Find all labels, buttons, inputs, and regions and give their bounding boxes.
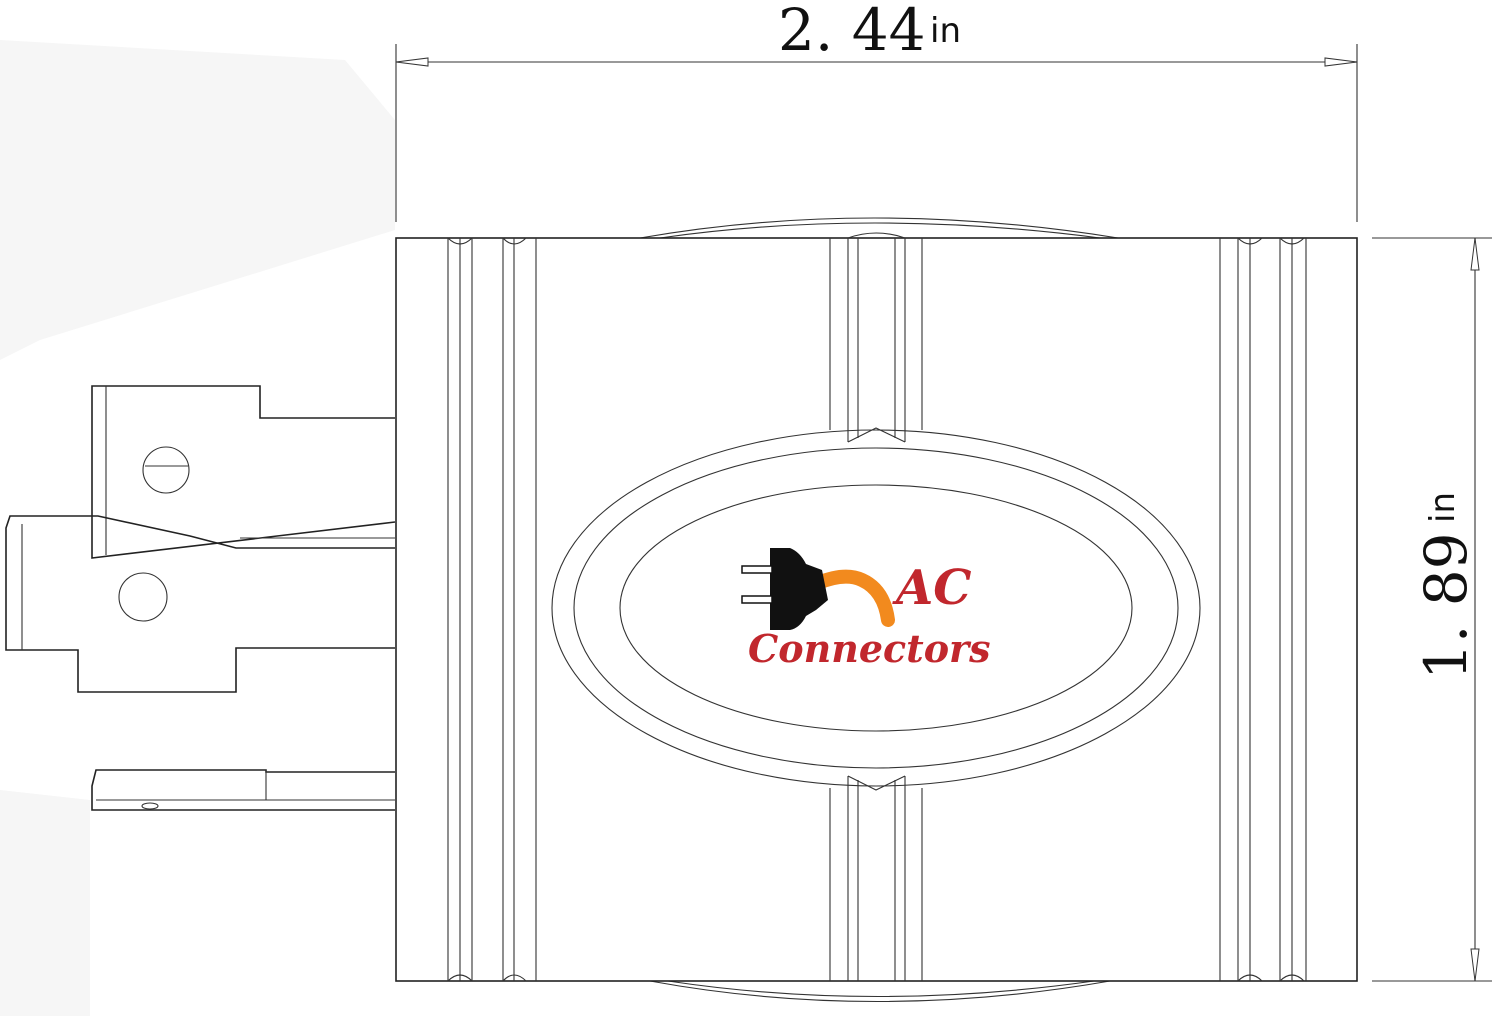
cord-icon xyxy=(811,569,895,627)
height-value: 1. 89 xyxy=(1412,532,1480,680)
plug-icon xyxy=(741,548,828,630)
height-dimension: 1. 89 in xyxy=(1372,237,1492,982)
prong-middle xyxy=(5,515,395,693)
arrow-right-icon xyxy=(1324,57,1358,67)
height-unit: in xyxy=(1423,492,1463,523)
rib-center xyxy=(829,232,923,981)
ac-connectors-logo: AC Connectors xyxy=(741,548,990,671)
prongs xyxy=(5,385,396,811)
arrow-left-icon xyxy=(395,57,429,67)
arrow-down-icon xyxy=(1470,948,1480,982)
logo-line2: Connectors xyxy=(748,626,990,671)
adapter-body xyxy=(395,217,1358,1003)
arrow-up-icon xyxy=(1470,237,1480,271)
logo-line1: AC xyxy=(892,560,971,616)
label-oval xyxy=(551,429,1201,787)
prong-top-hole xyxy=(142,446,190,494)
rib-right xyxy=(1219,237,1307,982)
prong-middle-hole xyxy=(118,572,168,622)
rib-left xyxy=(447,237,537,982)
prong-bottom xyxy=(91,769,395,811)
width-unit: in xyxy=(930,11,961,51)
prong-top xyxy=(91,385,396,559)
width-value: 2. 44 xyxy=(778,0,926,64)
background-shading xyxy=(0,40,395,1016)
width-dimension: 2. 44 in xyxy=(395,0,1358,222)
